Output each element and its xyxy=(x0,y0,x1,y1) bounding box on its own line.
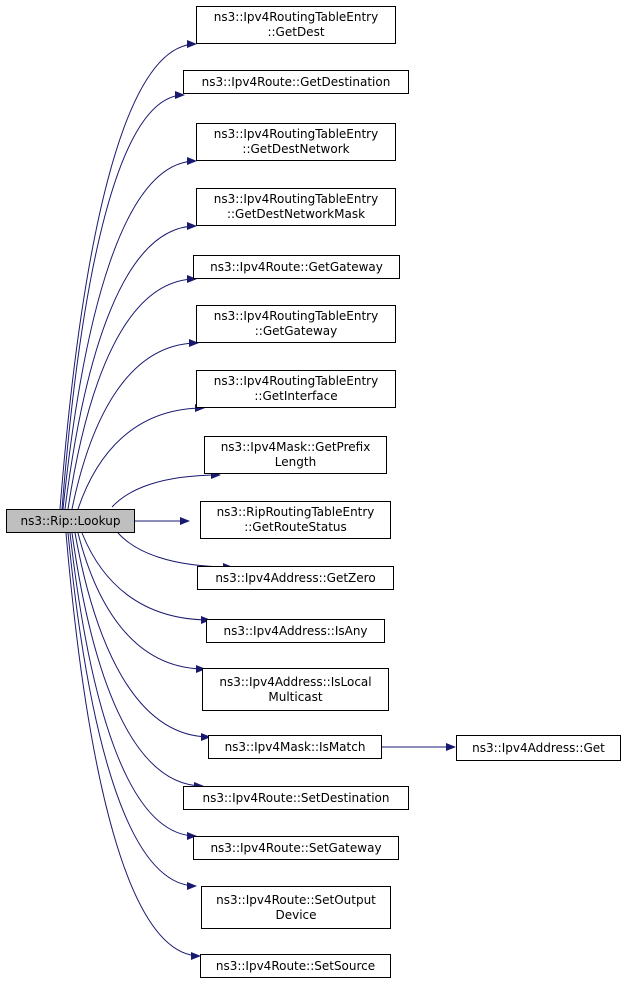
call-edge-16 xyxy=(65,532,201,960)
node-label: ns3::Ipv4Address::Get xyxy=(472,740,605,755)
node-is-match[interactable]: ns3::Ipv4Mask::IsMatch xyxy=(208,735,382,759)
node-set-output-device[interactable]: ns3::Ipv4Route::SetOutput Device xyxy=(201,886,391,929)
node-label: ns3::Ipv4Address::IsAny xyxy=(223,623,368,638)
node-label: ns3::Ipv4Address::GetZero xyxy=(215,570,376,585)
node-label: ns3::Ipv4Route::SetOutput xyxy=(216,892,376,907)
node-label: ::GetDest xyxy=(267,25,325,39)
node-get-route-status[interactable]: ns3::RipRoutingTableEntry ::GetRouteStat… xyxy=(200,501,391,539)
node-label: ns3::Ipv4RoutingTableEntry xyxy=(213,192,379,206)
node-label: ns3::Ipv4RoutingTableEntry xyxy=(213,309,379,323)
root-node-label: ns3::Rip::Lookup xyxy=(20,513,121,528)
node-label: ns3::Ipv4Route::SetGateway xyxy=(210,840,382,855)
node-route-get-gateway[interactable]: ns3::Ipv4Route::GetGateway xyxy=(193,255,400,279)
node-get-dest-network-mask[interactable]: ns3::Ipv4RoutingTableEntry ::GetDestNetw… xyxy=(196,188,396,226)
node-set-gateway[interactable]: ns3::Ipv4Route::SetGateway xyxy=(193,836,399,860)
call-edge-13 xyxy=(71,532,204,790)
call-edge-0 xyxy=(59,40,197,510)
call-edge-11 xyxy=(77,532,206,673)
node-label: ns3::Ipv4Mask::IsMatch xyxy=(224,739,366,754)
node-label: ns3::Ipv4Mask::GetPrefix xyxy=(220,440,371,454)
node-get-zero[interactable]: ns3::Ipv4Address::GetZero xyxy=(197,566,394,590)
node-is-local-multicast[interactable]: ns3::Ipv4Address::IsLocal Multicast xyxy=(202,668,389,711)
node-get-prefix-length[interactable]: ns3::Ipv4Mask::GetPrefix Length xyxy=(204,436,387,474)
call-edge-1 xyxy=(61,91,185,510)
call-edge-2 xyxy=(62,157,197,510)
node-label: Device xyxy=(275,907,317,922)
node-label: ns3::Ipv4RoutingTableEntry xyxy=(213,127,379,141)
node-label: ns3::Ipv4Route::GetDestination xyxy=(201,74,391,89)
node-label: ::GetRouteStatus xyxy=(244,520,347,534)
node-label: ns3::Ipv4RoutingTableEntry xyxy=(213,374,379,388)
node-label: Length xyxy=(274,455,317,469)
call-edge-10 xyxy=(81,532,211,624)
call-edge-7 xyxy=(111,471,221,508)
node-label: ns3::Ipv4Route::SetDestination xyxy=(202,790,390,805)
root-node-rip-lookup: ns3::Rip::Lookup xyxy=(6,509,135,533)
node-label: Multicast xyxy=(268,689,323,704)
node-label: ::GetInterface xyxy=(254,389,338,403)
node-set-source[interactable]: ns3::Ipv4Route::SetSource xyxy=(200,954,391,978)
node-is-any[interactable]: ns3::Ipv4Address::IsAny xyxy=(206,619,385,643)
call-edge-12 xyxy=(74,532,211,741)
node-entry-get-gateway[interactable]: ns3::Ipv4RoutingTableEntry ::GetGateway xyxy=(196,305,396,343)
node-label: ns3::Ipv4Address::IsLocal xyxy=(219,674,372,689)
node-label: ns3::Ipv4Route::GetGateway xyxy=(210,259,383,274)
node-ipv4address-get[interactable]: ns3::Ipv4Address::Get xyxy=(456,735,621,761)
node-label: ns3::Ipv4Route::SetSource xyxy=(215,958,376,973)
node-get-dest-network[interactable]: ns3::Ipv4RoutingTableEntry ::GetDestNetw… xyxy=(196,123,396,161)
call-edge-14 xyxy=(69,532,197,840)
node-get-dest[interactable]: ns3::Ipv4RoutingTableEntry ::GetDest xyxy=(196,6,396,44)
node-label: ::GetDestNetworkMask xyxy=(226,207,366,221)
node-get-destination[interactable]: ns3::Ipv4Route::GetDestination xyxy=(183,70,409,94)
node-label: ::GetDestNetwork xyxy=(242,142,350,156)
node-label: ns3::Ipv4RoutingTableEntry xyxy=(213,10,379,24)
node-get-interface[interactable]: ns3::Ipv4RoutingTableEntry ::GetInterfac… xyxy=(196,370,396,408)
node-label: ns3::RipRoutingTableEntry xyxy=(216,505,375,519)
call-edge-6 xyxy=(77,404,205,510)
node-set-destination[interactable]: ns3::Ipv4Route::SetDestination xyxy=(183,786,409,810)
call-edge-4 xyxy=(67,275,197,510)
node-label: ::GetGateway xyxy=(254,324,338,338)
call-edge-5 xyxy=(71,339,199,510)
call-edge-15 xyxy=(67,532,197,890)
call-edge-3 xyxy=(64,222,197,510)
